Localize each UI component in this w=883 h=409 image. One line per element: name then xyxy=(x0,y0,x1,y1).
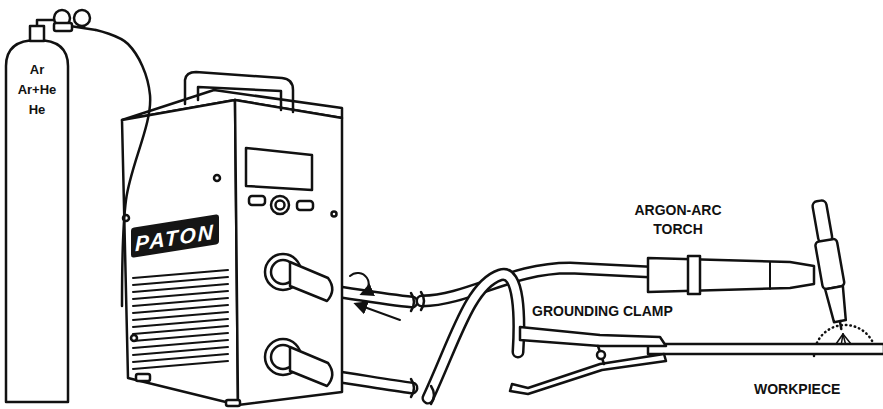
torch-cuff xyxy=(688,256,700,294)
gas-hose xyxy=(96,30,150,306)
vent-slat xyxy=(133,361,228,369)
machine-front xyxy=(122,100,238,405)
cable-plug xyxy=(290,347,332,386)
vent-slat xyxy=(133,270,228,278)
insert-arrow xyxy=(356,304,400,320)
screw xyxy=(123,215,129,221)
cylinder-valve xyxy=(30,26,44,41)
vent-slat xyxy=(133,284,228,292)
regulator-pipe xyxy=(37,20,54,26)
vent-slat xyxy=(133,305,228,313)
break-mark xyxy=(421,292,424,310)
vent-slat xyxy=(133,319,228,327)
clamp-jaw xyxy=(520,327,666,346)
brand-logo: PATON xyxy=(131,214,219,258)
machine-side xyxy=(235,100,342,405)
torch-handle xyxy=(769,262,771,289)
torch-cap xyxy=(812,200,833,244)
torch-handle xyxy=(648,258,814,292)
break-mark xyxy=(411,379,414,397)
torch-nozzle xyxy=(825,286,849,323)
part-label: ARGON-ARC TORCH xyxy=(626,201,730,239)
cylinder-outline xyxy=(6,10,96,402)
handle xyxy=(185,72,293,112)
part-label: WORKPIECE xyxy=(754,380,874,399)
gas-label: Ar+He xyxy=(4,82,70,98)
gas-cylinder: ArAr+HeHe xyxy=(4,6,96,406)
screw xyxy=(214,175,220,181)
torch-head xyxy=(808,199,852,331)
vent-slat xyxy=(133,340,228,348)
knob xyxy=(271,196,289,214)
screw xyxy=(332,212,337,217)
rotate-arrow xyxy=(350,273,369,294)
ground-cable xyxy=(428,274,519,398)
button xyxy=(297,201,313,210)
button xyxy=(249,196,265,205)
break-mark xyxy=(431,386,434,404)
display xyxy=(246,148,312,190)
cylinder-outline xyxy=(4,6,96,406)
handle xyxy=(198,87,281,110)
torch-cable xyxy=(422,268,650,301)
cable-plug xyxy=(290,262,332,301)
part-label: GROUNDING CLAMP xyxy=(532,302,702,321)
gas-label: He xyxy=(4,102,70,118)
clamp-spring xyxy=(598,346,604,364)
ground-cable xyxy=(428,274,519,398)
gas-label: Ar xyxy=(4,62,70,78)
vent-slat xyxy=(133,354,228,362)
vent-slat xyxy=(133,326,228,334)
vent-slat xyxy=(133,347,228,355)
vent-grille xyxy=(133,270,228,369)
vent-slat xyxy=(133,277,228,285)
workpiece xyxy=(648,344,883,354)
regulator-body xyxy=(54,23,72,31)
clamp-jaw xyxy=(510,354,666,394)
torch-cable xyxy=(422,268,650,301)
clamp-pivot xyxy=(597,351,605,359)
knob xyxy=(276,201,285,210)
vent-slat xyxy=(133,333,228,341)
machine-foot xyxy=(226,400,240,406)
vent-slat xyxy=(133,298,228,306)
break-mark xyxy=(411,293,414,311)
vent-slat xyxy=(133,312,228,320)
welding-machine: PATON xyxy=(122,68,352,408)
vent-slat xyxy=(133,291,228,299)
pressure-gauge xyxy=(74,10,90,26)
machine-foot xyxy=(136,374,150,381)
torch-body xyxy=(815,238,845,289)
spark xyxy=(843,334,851,344)
